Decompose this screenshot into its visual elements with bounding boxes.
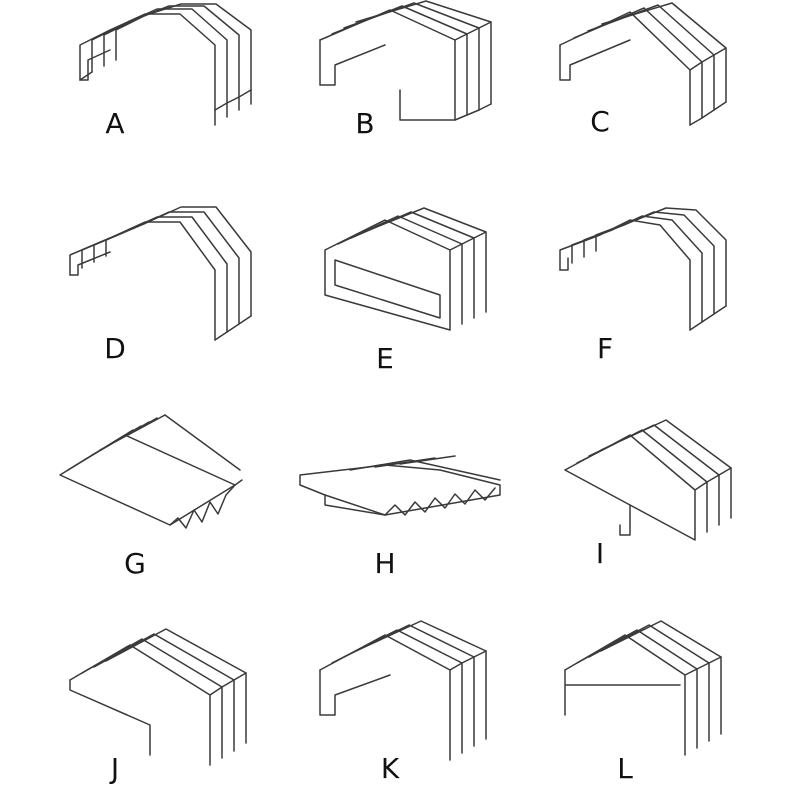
bellows-l-folds	[564, 620, 722, 756]
label-d: D	[104, 332, 126, 365]
bellows-i: I	[530, 410, 780, 600]
bellows-d-folds	[69, 206, 252, 341]
bellows-e: E	[290, 200, 540, 390]
bellows-l: L	[530, 615, 780, 805]
bellows-l-drawing	[564, 620, 722, 756]
label-i: I	[595, 537, 605, 570]
label-a: A	[105, 107, 125, 140]
bellows-a-folds	[79, 3, 252, 126]
bellows-j-drawing	[69, 628, 247, 766]
bellows-h-folds	[299, 455, 501, 516]
label-l: L	[617, 752, 633, 785]
bellows-c-drawing	[559, 2, 727, 126]
bellows-d: D	[50, 200, 300, 390]
label-c: C	[590, 105, 610, 138]
bellows-g-folds	[59, 414, 243, 529]
bellows-h-drawing	[299, 455, 501, 516]
bellows-i-folds	[564, 419, 732, 541]
bellows-b: B	[290, 0, 540, 190]
bellows-b-folds	[319, 0, 492, 121]
bellows-d-drawing	[69, 206, 252, 341]
bellows-g: G	[50, 410, 300, 600]
bellows-a: A	[50, 0, 300, 190]
bellows-k-folds	[319, 620, 487, 761]
bellows-c-folds	[559, 2, 727, 126]
label-f: F	[596, 332, 614, 365]
bellows-f-folds	[559, 207, 727, 331]
bellows-f: F	[530, 200, 780, 390]
bellows-g-drawing	[59, 414, 243, 529]
bellows-c: C	[530, 0, 780, 190]
label-j: J	[110, 752, 120, 785]
bellows-k: K	[290, 615, 540, 805]
label-e: E	[376, 342, 394, 375]
bellows-a-drawing	[79, 3, 252, 126]
bellows-e-folds	[324, 207, 487, 331]
bellows-f-drawing	[559, 207, 727, 331]
label-k: K	[380, 752, 400, 785]
bellows-k-drawing	[319, 620, 487, 761]
label-g: G	[124, 547, 146, 580]
bellows-h: H	[290, 410, 540, 600]
label-h: H	[374, 547, 396, 580]
bellows-e-drawing	[324, 207, 487, 331]
bellows-b-drawing	[319, 0, 492, 121]
bellows-j: J	[50, 615, 300, 805]
bellows-j-folds	[69, 628, 247, 766]
bellows-i-drawing	[564, 419, 732, 541]
label-b: B	[355, 107, 375, 140]
